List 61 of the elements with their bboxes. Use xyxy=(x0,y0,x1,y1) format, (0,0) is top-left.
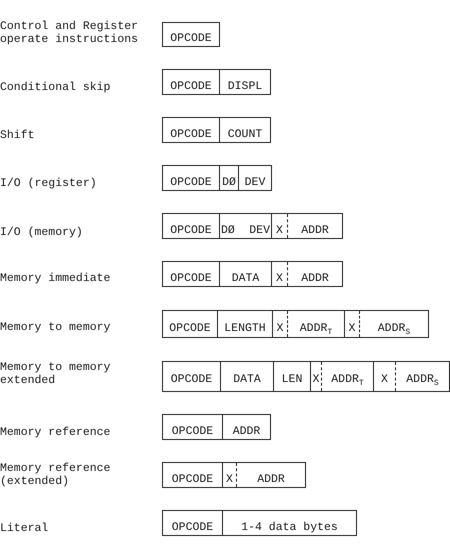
instruction-format-frame xyxy=(162,213,343,239)
field-label: DØ xyxy=(221,224,235,237)
instruction-format-frame xyxy=(162,414,271,440)
format-label: I/O (register) xyxy=(0,176,98,190)
instruction-format-frame xyxy=(162,117,271,143)
field-label: X xyxy=(312,373,320,386)
field-label: OPCODE xyxy=(172,521,214,534)
field-label: 1-4 data bytes xyxy=(241,521,338,534)
instruction-format-frame xyxy=(162,165,272,191)
instruction-field xyxy=(219,214,271,238)
field-label: DATA xyxy=(233,373,261,386)
format-label: I/O (memory) xyxy=(0,226,84,238)
field-label: DATA xyxy=(232,272,260,285)
field-label: X xyxy=(276,322,284,335)
field-label: ADDR xyxy=(232,425,260,438)
field-label: OPCODE xyxy=(170,373,212,386)
field-label: ADDR$_{S}$ xyxy=(406,373,439,386)
field-label: OPCODE xyxy=(170,80,212,93)
field-label: OPCODE xyxy=(170,224,212,237)
field-label: ADDR$_{T}$ xyxy=(300,322,332,335)
field-label: DEV xyxy=(244,176,266,189)
instruction-format-frame xyxy=(162,261,343,287)
instruction-format-frame xyxy=(162,69,271,95)
format-label: Literal xyxy=(0,522,50,534)
field-label: OPCODE xyxy=(169,322,211,335)
format-label: Memory reference xyxy=(0,426,112,438)
field-label: ADDR$_{T}$ xyxy=(331,373,364,386)
field-label: OPCODE xyxy=(170,176,212,189)
format-label: Conditional skip xyxy=(0,80,112,94)
field-label: OPCODE xyxy=(172,473,214,486)
field-label: LENGTH xyxy=(224,322,266,335)
field-label: X xyxy=(276,272,283,285)
format-label: Control and Register operate instructions xyxy=(0,20,140,46)
format-label: Memory immediate xyxy=(0,272,112,284)
field-label: ADDR xyxy=(301,272,329,285)
field-label: OPCODE xyxy=(170,128,212,141)
field-label: DEV xyxy=(249,224,270,237)
field-label: OPCODE xyxy=(170,32,212,45)
field-label: X xyxy=(276,224,283,237)
format-label: Shift xyxy=(0,128,36,142)
field-label: X xyxy=(226,473,233,486)
format-label: Memory to memory extended xyxy=(0,360,112,386)
field-label: DØ xyxy=(222,176,236,189)
instruction-format-frame xyxy=(162,510,357,536)
instruction-format-frame xyxy=(162,462,306,488)
instruction-format-frame xyxy=(162,310,429,338)
field-label: OPCODE xyxy=(170,272,212,285)
format-label: Memory to memory xyxy=(0,320,112,334)
field-label: ADDR xyxy=(257,473,285,486)
field-label: OPCODE xyxy=(172,425,214,438)
field-label: DISPL xyxy=(228,80,262,93)
field-label: X xyxy=(381,373,388,386)
field-label: COUNT xyxy=(228,128,262,141)
instruction-field xyxy=(310,362,321,391)
format-label: Memory reference (extended) xyxy=(0,462,112,488)
instruction-format-frame xyxy=(162,361,450,392)
field-label: X xyxy=(348,322,356,335)
field-label: ADDR xyxy=(301,224,329,237)
field-label: LEN xyxy=(282,373,302,386)
instruction-field xyxy=(219,166,238,190)
field-label: ADDR$_{S}$ xyxy=(378,322,410,335)
